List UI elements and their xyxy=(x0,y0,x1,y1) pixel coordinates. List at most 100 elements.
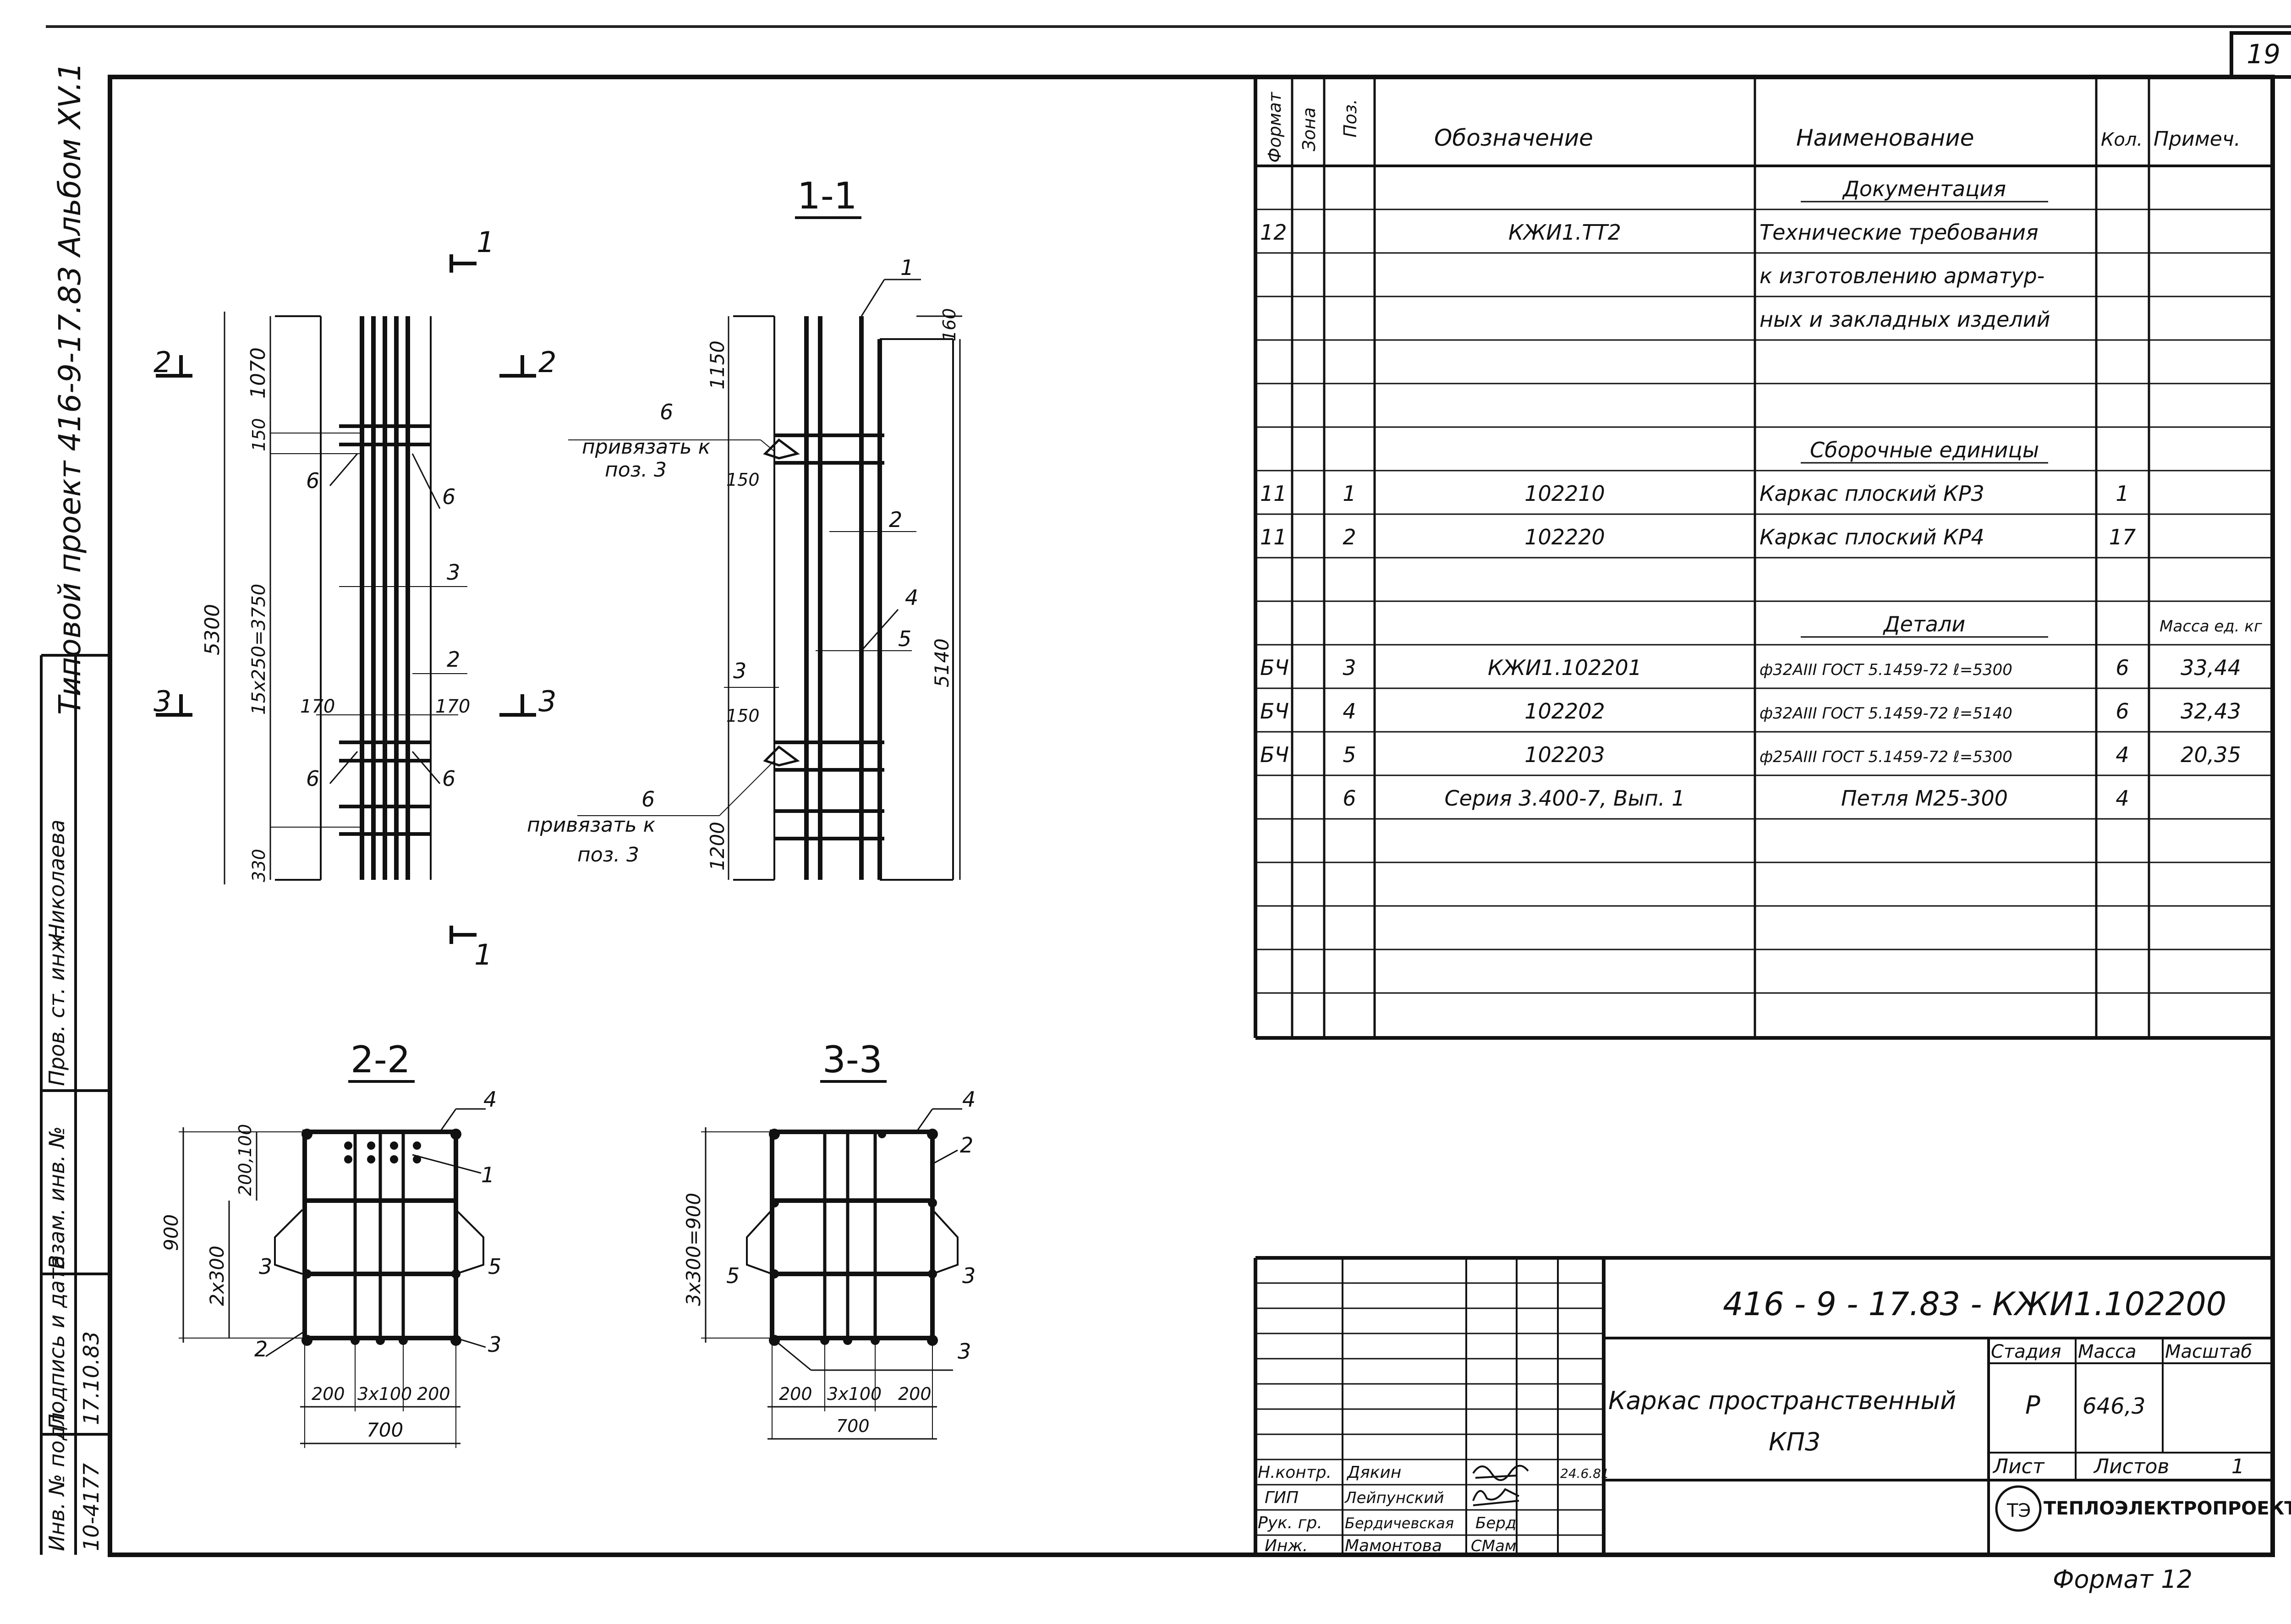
s33-dim-b200b: 200 xyxy=(898,1384,932,1404)
spec-header-format: Формат xyxy=(1265,91,1285,163)
spec-row-lines xyxy=(1255,201,2273,994)
mass-value: 646,3 xyxy=(2083,1394,2145,1419)
spec-header-note: Примеч. xyxy=(2154,127,2241,151)
sheets-label: Листов xyxy=(2093,1455,2169,1478)
side-pos-3: 3 xyxy=(733,658,746,683)
s33-dim-height: 3x300=900 xyxy=(682,1193,705,1306)
side-note-tie-b: привязать к xyxy=(527,813,656,837)
front-pos-2: 2 xyxy=(447,647,460,672)
spec-cell-name: Петля М25-300 xyxy=(1841,786,2008,811)
side-dim-160: 160 xyxy=(939,308,959,341)
spec-cell-designation: КЖИ1.102201 xyxy=(1488,655,1642,680)
s22-dim-b200a: 200 xyxy=(312,1384,345,1404)
cut-mark-3-right: 3 xyxy=(538,685,556,718)
side-stamp xyxy=(40,654,110,1555)
section-1-1-view xyxy=(568,279,962,881)
s22-pos-1: 1 xyxy=(481,1163,494,1187)
sheet-number-box xyxy=(2230,31,2291,79)
staff-1-name: Лейпунский xyxy=(1344,1489,1444,1507)
side-row-3-label: Инв. № подл. xyxy=(44,1406,69,1551)
s22-dim-total: 700 xyxy=(367,1419,403,1441)
side-pos-2: 2 xyxy=(889,507,902,532)
spec-cell-note: 32,43 xyxy=(2181,699,2241,724)
staff-0-date: 24.6.81 xyxy=(1560,1466,1609,1481)
spec-cell-name: Детали xyxy=(1883,612,1966,636)
spec-cell-qty: 6 xyxy=(2116,655,2129,680)
spec-cell-pos: 1 xyxy=(1343,481,1356,506)
album-label: Типовой проект 416-9-17.83 Альбом ХV.1 xyxy=(52,62,88,715)
s33-dim-b200a: 200 xyxy=(779,1384,812,1404)
staff-0-role: Н.контр. xyxy=(1258,1463,1332,1482)
title-block-grid xyxy=(1254,1256,2273,1555)
s33-dim-total: 700 xyxy=(836,1416,870,1436)
spec-cell-name: ф25АIII ГОСТ 5.1459-72 ℓ=5300 xyxy=(1759,748,2012,766)
spec-cell-pos: 3 xyxy=(1343,655,1356,680)
s22-dim-top: 200,100 xyxy=(235,1124,255,1196)
side-pos-1: 1 xyxy=(900,255,914,280)
side-note-poz-b: поз. 3 xyxy=(577,843,639,867)
spec-cell-format: 12 xyxy=(1260,220,1287,245)
s33-pos-3a: 3 xyxy=(962,1263,976,1288)
spec-cell-designation: 102203 xyxy=(1524,742,1605,767)
sheet-number: 19 xyxy=(2247,38,2280,70)
sheet-format: Формат 12 xyxy=(2053,1565,2192,1594)
spec-cell-pos: 6 xyxy=(1343,786,1356,811)
spec-cell-qty: 4 xyxy=(2116,742,2129,767)
title-code: 416 - 9 - 17.83 - КЖИ1.102200 xyxy=(1723,1285,2226,1323)
staff-2-role: Рук. гр. xyxy=(1258,1514,1322,1532)
s22-dim-b200b: 200 xyxy=(417,1384,450,1404)
s22-pos-5: 5 xyxy=(488,1254,501,1279)
sheets-count: 1 xyxy=(2231,1455,2244,1478)
front-dim-pitch: 15x250=3750 xyxy=(248,584,269,715)
spec-cell-format: БЧ xyxy=(1260,699,1289,724)
spec-cell-name: Каркас плоский КР3 xyxy=(1759,481,1984,506)
front-pos-6c: 6 xyxy=(306,766,319,791)
side-row-3-value: 10-4177 xyxy=(79,1463,104,1551)
s22-dim-height: 900 xyxy=(160,1214,182,1251)
front-pos-6d: 6 xyxy=(442,766,455,791)
side-dim-150a: 150 xyxy=(726,470,760,490)
s22-dim-b3x100: 3x100 xyxy=(357,1384,412,1404)
title-line1: Каркас пространственный xyxy=(1608,1386,1956,1415)
spec-cell-designation: КЖИ1.ТТ2 xyxy=(1508,220,1621,245)
front-pos-6b: 6 xyxy=(442,484,455,509)
front-dim-top: 1070 xyxy=(247,347,270,399)
staff-3-sign: СМам xyxy=(1471,1537,1517,1555)
s22-pos-3a: 3 xyxy=(259,1254,272,1279)
s22-pos-3b: 3 xyxy=(488,1332,501,1357)
front-dim-170a: 170 xyxy=(300,696,335,717)
front-dim-170b: 170 xyxy=(435,696,470,717)
cut-mark-2-left: 2 xyxy=(153,346,171,379)
org-logo-letters: ТЭ xyxy=(2006,1500,2031,1521)
spec-header-designation: Обозначение xyxy=(1434,125,1593,151)
s22-pos-4: 4 xyxy=(483,1087,497,1112)
side-note-tie-a: привязать к xyxy=(582,435,711,459)
spec-cell-qty: 1 xyxy=(2116,481,2129,506)
spec-cell-format: БЧ xyxy=(1260,655,1289,680)
section-2-2-bars xyxy=(301,1129,461,1346)
spec-cell-note: Масса ед. кг xyxy=(2159,617,2263,636)
spec-cell-note: 33,44 xyxy=(2181,655,2241,680)
spec-cell-name: Документация xyxy=(1842,176,2006,201)
spec-cell-designation: 102220 xyxy=(1524,525,1605,549)
section-3-3-title: 3-3 xyxy=(822,1038,882,1081)
side-pos-4: 4 xyxy=(905,585,918,610)
front-dim-330: 330 xyxy=(249,849,269,882)
s33-pos-2: 2 xyxy=(960,1133,973,1158)
signature-leipunsky xyxy=(1472,1488,1519,1506)
s33-pos-3b: 3 xyxy=(958,1339,971,1364)
staff-3-name: Мамонтова xyxy=(1345,1536,1442,1555)
staff-2-name: Бердичевская xyxy=(1345,1514,1454,1532)
staff-1-role: ГИП xyxy=(1265,1488,1299,1507)
section-3-3-view xyxy=(701,1108,962,1440)
spec-cell-name: ф32АIII ГОСТ 5.1459-72 ℓ=5140 xyxy=(1759,704,2012,723)
spec-cell-pos: 2 xyxy=(1343,525,1356,549)
spec-cell-designation: 102202 xyxy=(1524,699,1605,724)
spec-header-name: Наименование xyxy=(1796,125,1974,151)
spec-cell-name: ф32АIII ГОСТ 5.1459-72 ℓ=5300 xyxy=(1759,661,2012,679)
side-pos-6b: 6 xyxy=(641,787,655,812)
section-1-1-title: 1-1 xyxy=(797,175,857,217)
side-pos-5: 5 xyxy=(898,626,911,651)
